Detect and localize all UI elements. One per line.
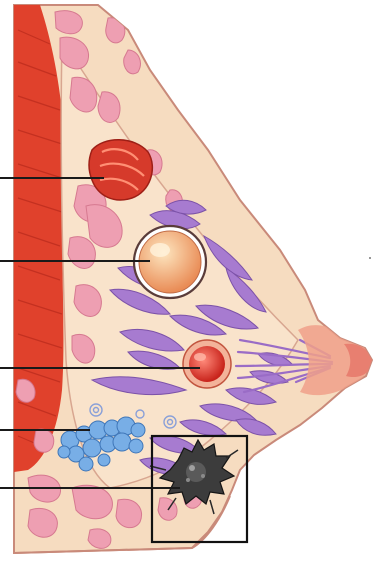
stray-dot bbox=[369, 257, 371, 259]
red-nodule bbox=[89, 140, 152, 200]
breast-body bbox=[14, 5, 372, 553]
small-red-nodule bbox=[183, 340, 231, 388]
